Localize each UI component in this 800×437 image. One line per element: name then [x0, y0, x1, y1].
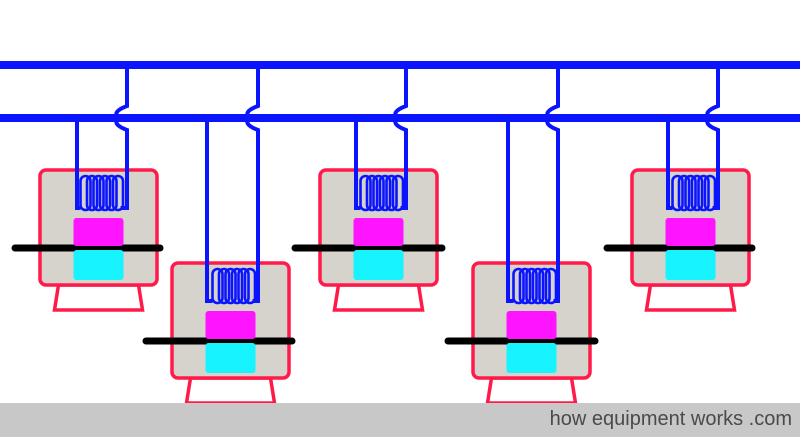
coil-turn	[391, 174, 405, 212]
coil-turn	[359, 174, 372, 212]
coil-turn	[697, 174, 710, 212]
lead-left	[205, 118, 213, 303]
coil-turn	[525, 267, 538, 305]
coil-turn	[92, 174, 105, 212]
coil-turn	[518, 267, 532, 305]
lead-left	[506, 118, 514, 303]
lower-block	[665, 250, 716, 280]
cabinet-base	[184, 376, 277, 405]
upper-block	[73, 218, 124, 246]
coil-turn	[111, 174, 125, 212]
coil-turn	[385, 174, 398, 212]
transformer-unit-icon	[603, 65, 756, 312]
coil-turn	[684, 174, 697, 212]
transformer-unit-icon	[291, 65, 446, 312]
upper-block	[353, 218, 404, 246]
coil-turn	[372, 174, 385, 212]
bus-layer	[0, 61, 800, 122]
coil-turn	[671, 174, 684, 212]
lower-block	[205, 343, 256, 373]
coil-turn	[224, 267, 237, 305]
cabinet-base	[52, 283, 145, 312]
footer-bar	[0, 403, 800, 437]
coil-turn	[243, 267, 257, 305]
coil-turn	[211, 267, 224, 305]
coil-turn	[85, 174, 99, 212]
coil-winding	[671, 174, 717, 212]
coil-turn	[365, 174, 379, 212]
lead-left	[75, 118, 81, 210]
upper-block	[506, 311, 557, 339]
coil-turn	[230, 267, 244, 305]
coil-turn	[690, 174, 704, 212]
coil-winding	[79, 174, 125, 212]
lower-block	[506, 343, 557, 373]
transformer-unit-icon	[11, 65, 164, 312]
cabinet-base	[485, 376, 578, 405]
upper-block	[205, 311, 256, 339]
cabinet-base	[332, 283, 425, 312]
coil-turn	[217, 267, 231, 305]
coil-turn	[378, 174, 392, 212]
transformer-unit-icon	[142, 65, 296, 405]
coil-turn	[105, 174, 118, 212]
lower-block	[73, 250, 124, 280]
coil-turn	[98, 174, 112, 212]
coil-turn	[512, 267, 525, 305]
lead-left	[354, 118, 361, 210]
coil-turn	[531, 267, 545, 305]
coil-winding	[359, 174, 405, 212]
units-layer	[11, 65, 756, 405]
lower-block	[353, 250, 404, 280]
lead-left	[666, 118, 673, 210]
coil-winding	[211, 267, 257, 305]
coil-turn	[79, 174, 92, 212]
site-watermark: how equipment works .com	[549, 408, 792, 430]
coil-turn	[237, 267, 250, 305]
transformer-unit-icon	[444, 65, 599, 405]
cabinet-base	[644, 283, 737, 312]
coil-turn	[538, 267, 551, 305]
coil-turn	[703, 174, 717, 212]
coil-turn	[677, 174, 691, 212]
upper-block	[665, 218, 716, 246]
